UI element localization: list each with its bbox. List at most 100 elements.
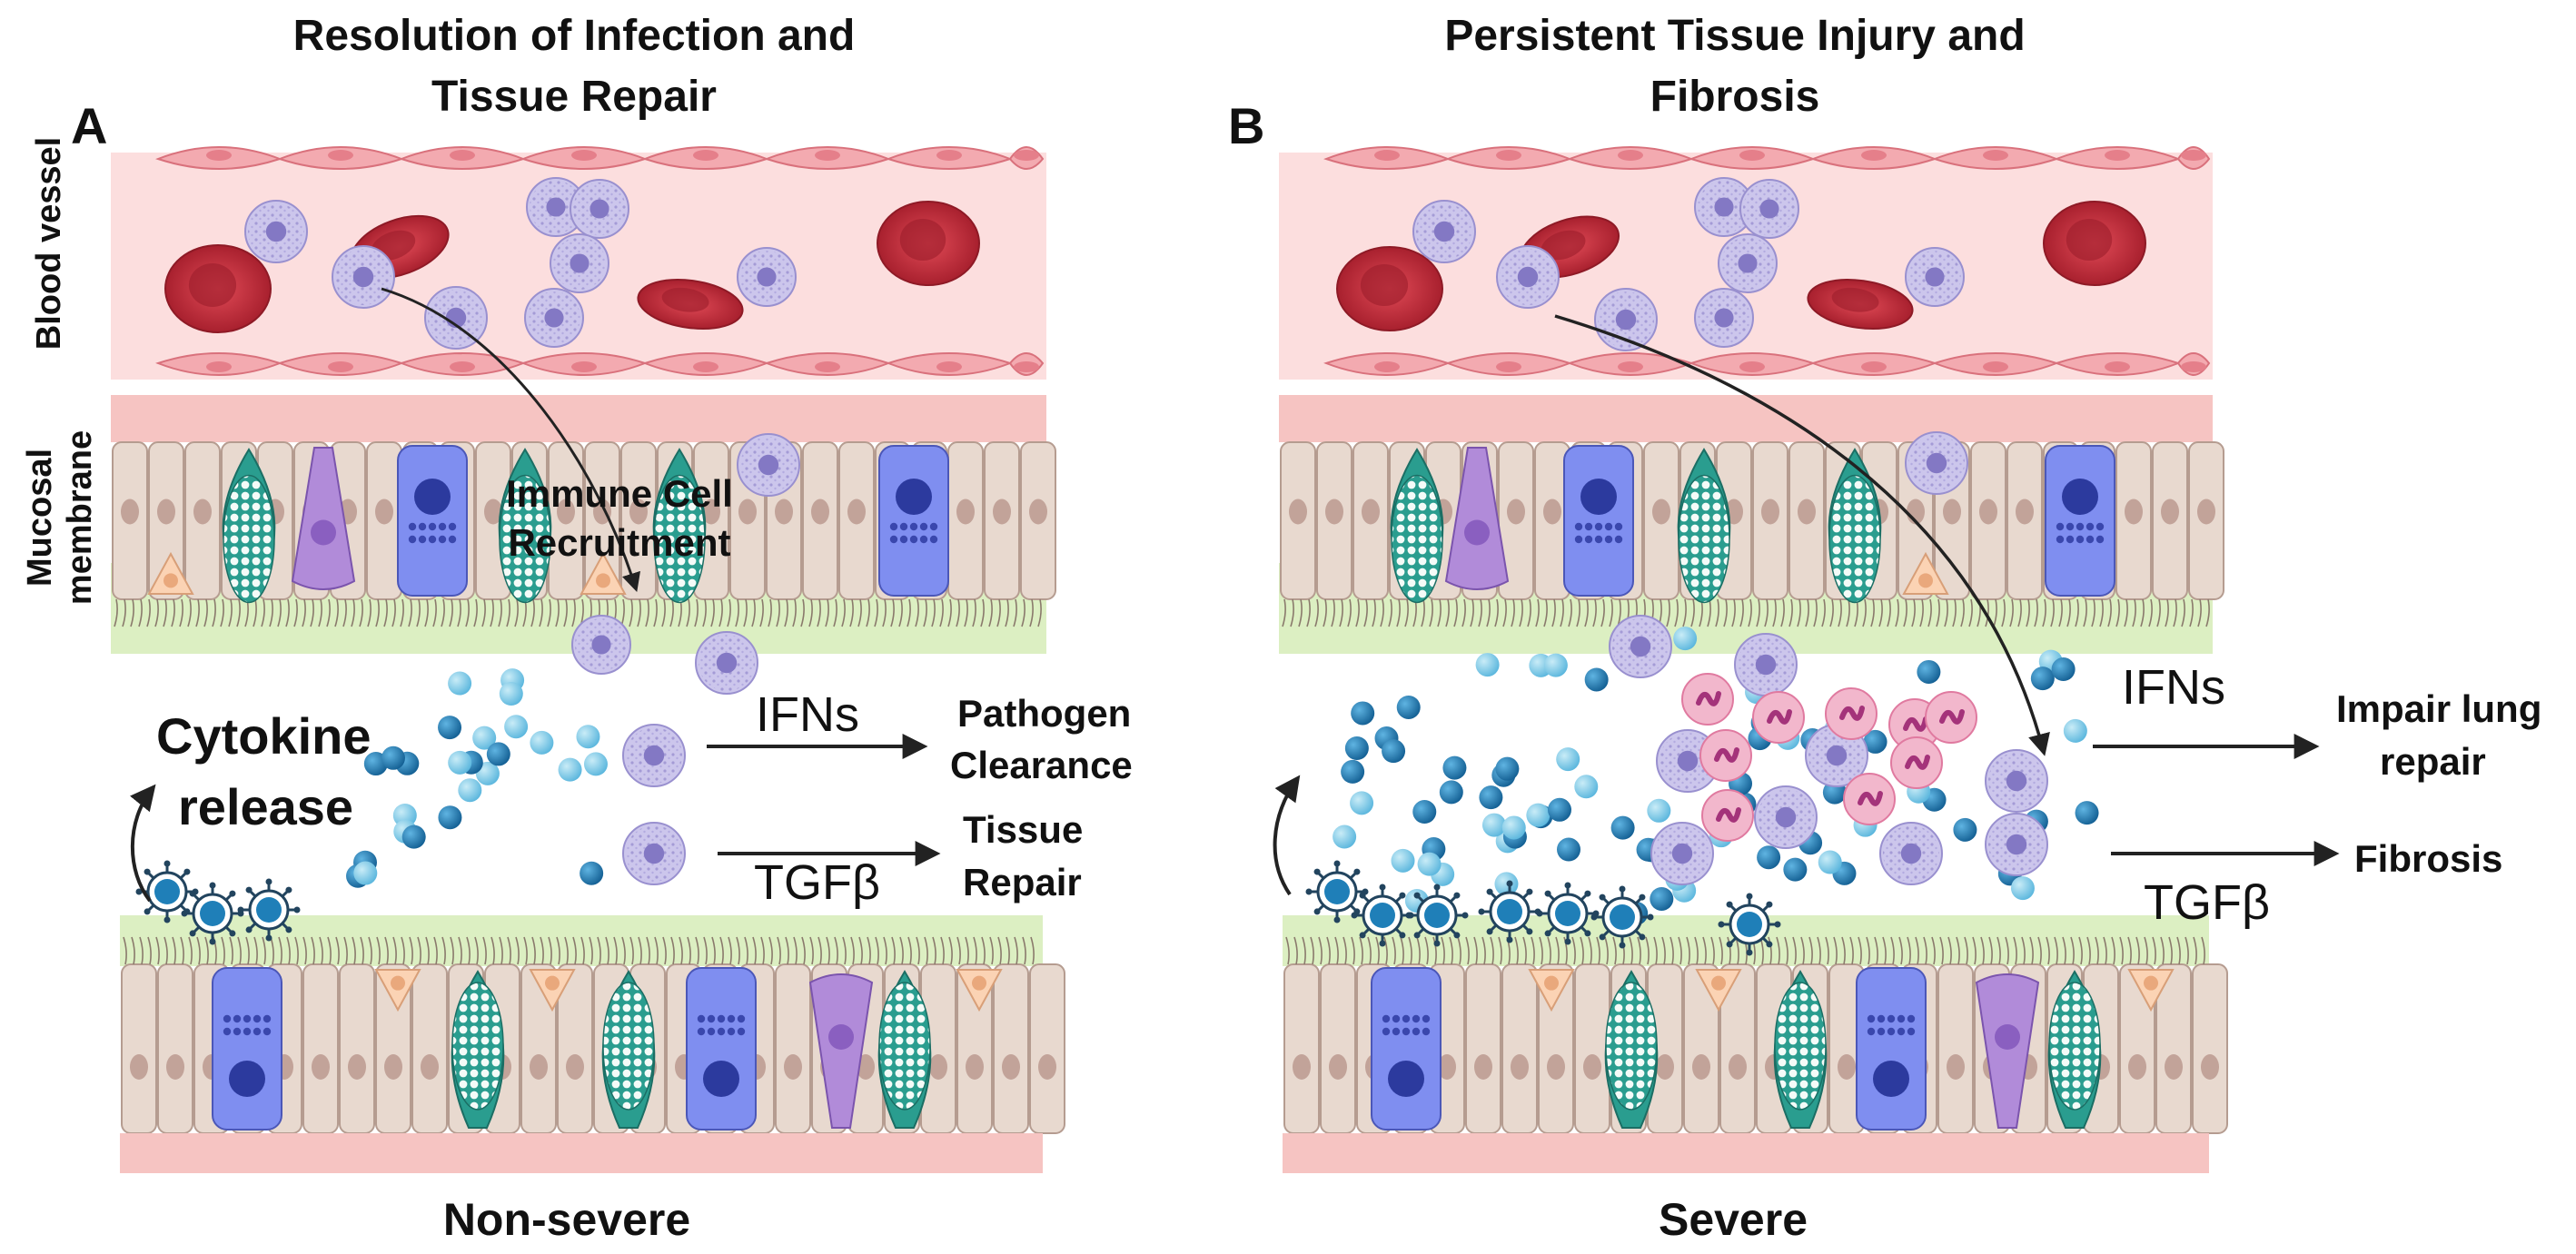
- secretory-granule: [2066, 535, 2075, 544]
- immune-cell: [622, 822, 686, 885]
- secretory-granule: [737, 1027, 746, 1036]
- epithelial-nucleus: [2165, 1054, 2183, 1080]
- cytokine-particle: [1650, 886, 1674, 911]
- ifn-outcome-b-line2: repair: [2380, 740, 2486, 783]
- cilium: [1915, 936, 1919, 965]
- cilium: [498, 598, 502, 627]
- cilium: [858, 936, 863, 965]
- cilium: [695, 936, 699, 965]
- red-blood-cell: [164, 244, 272, 333]
- endothelial-nucleus: [571, 150, 597, 161]
- secretory-granule: [1402, 1014, 1411, 1023]
- cilium: [751, 598, 756, 627]
- cilium: [1318, 936, 1323, 965]
- cilium: [1841, 936, 1846, 965]
- cilium: [710, 598, 715, 627]
- tgf-label-b: TGFβ: [2144, 875, 2270, 930]
- cytokine-particle: [1350, 791, 1374, 815]
- cilium: [1560, 598, 1564, 627]
- endothelial-nucleus: [1739, 150, 1765, 161]
- cilium: [2005, 936, 2009, 965]
- cytokine-particle: [2030, 666, 2055, 691]
- lower-mucosa-lining: [120, 1133, 1043, 1173]
- cilium: [514, 598, 519, 627]
- cilium: [1993, 598, 1997, 627]
- epithelial-cell: [411, 963, 448, 1134]
- cilium: [1674, 598, 1679, 627]
- secretory-granule: [1867, 1027, 1876, 1036]
- cilium: [343, 936, 348, 965]
- epithelial-nucleus: [593, 499, 611, 525]
- cilium: [482, 936, 487, 965]
- epithelial-nucleus: [1652, 499, 1670, 525]
- cilium: [1731, 598, 1736, 627]
- immune-cell: [1985, 749, 2048, 813]
- virus-particle: [181, 882, 244, 945]
- epithelial-nucleus: [384, 1054, 402, 1080]
- basal-nucleus: [596, 573, 610, 588]
- epithelial-cell: [121, 963, 157, 1134]
- cilium: [1555, 936, 1560, 965]
- epithelial-cell: [775, 963, 811, 1134]
- neutrophil: [1752, 691, 1805, 744]
- endothelial-nucleus: [2181, 361, 2206, 372]
- cilium: [1612, 936, 1617, 965]
- cilium: [973, 936, 977, 965]
- cilium: [1596, 936, 1600, 965]
- epithelial-cell: [1465, 963, 1501, 1134]
- cilium: [1653, 936, 1658, 965]
- secretory-granule: [243, 1027, 252, 1036]
- secretory-granule: [263, 1014, 272, 1023]
- endothelium-top: [1323, 146, 2211, 170]
- cilium: [2135, 936, 2140, 965]
- cilium: [424, 598, 429, 627]
- secretory-granule: [448, 522, 457, 531]
- cilium: [923, 598, 927, 627]
- cilium: [1334, 936, 1339, 965]
- epithelial-nucleus: [2128, 1054, 2146, 1080]
- cilium: [679, 936, 683, 965]
- epithelial-nucleus: [1583, 1054, 1601, 1080]
- epithelial-nucleus: [929, 1054, 947, 1080]
- secretory-granule: [1897, 1014, 1906, 1023]
- cytokine-particle: [1333, 824, 1357, 849]
- endothelial-nucleus: [1374, 150, 1400, 161]
- endothelium-bottom: [1323, 352, 2211, 376]
- secretory-granule: [929, 522, 938, 531]
- cilium: [1437, 598, 1442, 627]
- cytokine-particle: [583, 752, 608, 776]
- tgf-outcome-b-line1: Fibrosis: [2354, 837, 2502, 880]
- secretory-granule: [2095, 522, 2105, 531]
- cilium: [2095, 936, 2099, 965]
- cilium: [988, 598, 993, 627]
- neutrophil: [1890, 736, 1943, 789]
- cytokine-particle: [1475, 653, 1500, 677]
- cilium: [294, 936, 299, 965]
- cilium: [458, 936, 462, 965]
- cytokine-particle: [486, 742, 510, 766]
- secretory-granule: [243, 1014, 252, 1023]
- secretory-granule: [223, 1027, 232, 1036]
- cilium: [580, 936, 585, 965]
- goblet-mucus-granules: [1605, 982, 1658, 1111]
- cilium: [2115, 598, 2120, 627]
- cilium: [1768, 936, 1772, 965]
- cilium: [1342, 936, 1347, 965]
- secretory-nucleus: [1580, 479, 1617, 515]
- epithelial-nucleus: [847, 499, 866, 525]
- cilium: [1290, 598, 1294, 627]
- cilium: [384, 936, 389, 965]
- cilium: [154, 598, 159, 627]
- epithelial-cell: [339, 963, 375, 1134]
- tgf-outcome-a-line1: Tissue: [963, 808, 1083, 851]
- cytokine-particle: [1783, 857, 1808, 882]
- cilium: [180, 936, 184, 965]
- epithelial-nucleus: [1692, 1054, 1710, 1080]
- secretory-granule: [418, 522, 427, 531]
- secretory-cell: [686, 967, 757, 1131]
- cilium: [571, 598, 576, 627]
- red-blood-cell: [877, 201, 980, 286]
- cytokine-particle: [499, 682, 523, 706]
- cilium: [2054, 936, 2058, 965]
- epithelial-nucleus: [993, 499, 1011, 525]
